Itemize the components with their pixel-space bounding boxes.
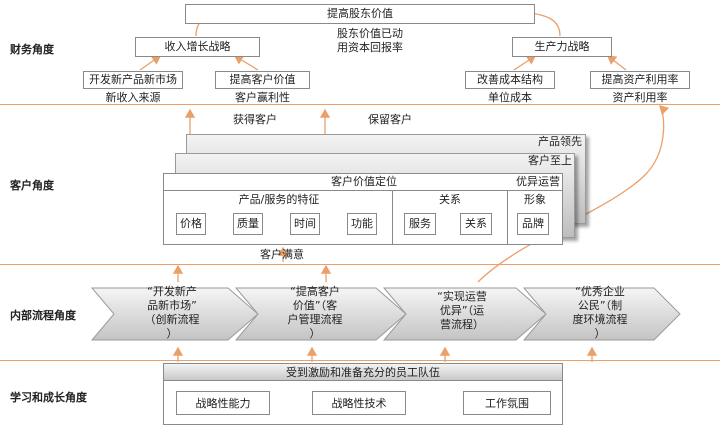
attr-price-box: 价格 <box>176 213 206 235</box>
chevron-3 <box>382 287 547 341</box>
top-goal-label: 提高股东价值 <box>327 7 393 20</box>
image-brand: 品牌 <box>522 217 544 230</box>
technology-box: 战略性技术 <box>312 391 406 415</box>
productivity-strategy-box: 生产力战略 <box>512 37 612 57</box>
process1-line3: （创新流程 <box>144 313 200 326</box>
rel-service: 服务 <box>409 217 431 230</box>
process1-line1: “开发新产 <box>147 285 197 298</box>
attr-function-box: 功能 <box>347 213 377 235</box>
climate-label: 工作氛围 <box>485 397 529 410</box>
process1-text: “开发新产 品新市场” （创新流程 ） <box>122 285 222 341</box>
cost-structure-label: 改善成本结构 <box>477 73 543 86</box>
new-market-label: 开发新产品新市场 <box>89 73 177 86</box>
arrow-newmarket-to-revenue <box>139 55 162 71</box>
attr-quality: 质量 <box>237 217 259 230</box>
asset-rate-label: 资产利用率 <box>612 91 668 104</box>
revenue-strategy-box: 收入增长战略 <box>135 37 260 57</box>
divider-customer-internal <box>0 264 720 265</box>
process2-line4: ） <box>309 327 321 340</box>
process3-line3: 营流程） <box>440 318 484 331</box>
image-label: 形象 <box>524 193 546 206</box>
process2-line3: 户管理流程 <box>287 313 343 326</box>
divider-finance-customer <box>0 104 720 105</box>
customer-value-label: 提高客户价值 <box>229 73 296 86</box>
capability-box: 战略性能力 <box>176 391 270 415</box>
retain-customer-label: 保留客户 <box>368 113 412 126</box>
process1-line4: ） <box>166 327 178 340</box>
technology-label: 战略性技术 <box>331 397 387 410</box>
acquire-customer-label: 获得客户 <box>233 113 277 126</box>
climate-box: 工作氛围 <box>463 391 551 415</box>
value-proposition-box: 客户价值定位 优异运营 产品/服务的特征 关系 形象 价格 质量 时间 功能 服… <box>163 173 563 245</box>
process3-text: “实现运营 优异”（运 营流程） <box>412 290 512 332</box>
arrow-asset-to-productivity <box>606 55 627 71</box>
workforce-label: 受到激励和准备充分的员工队伍 <box>286 366 440 379</box>
rel-relation-box: 关系 <box>460 213 492 235</box>
process4-line3: 度环境流程 <box>572 313 628 326</box>
arrow-cost-to-productivity <box>513 55 537 71</box>
customer-value-box: 提高客户价值 <box>215 71 310 89</box>
divider-internal-learning <box>0 360 720 361</box>
capability-label: 战略性能力 <box>195 397 251 410</box>
process2-line1: “提高客户 <box>290 285 340 298</box>
chevron-4 <box>522 287 681 341</box>
shareholder-note-2: 用资本回报率 <box>337 41 403 54</box>
operational-excellence-label: 优异运营 <box>516 175 560 188</box>
productivity-strategy-label: 生产力战略 <box>534 40 590 53</box>
process1-line2: 品新市场” <box>147 299 197 312</box>
new-revenue-label: 新收入来源 <box>105 91 161 104</box>
value-proposition-label: 客户价值定位 <box>331 175 397 188</box>
workforce-bar: 受到激励和准备充分的员工队伍 <box>163 363 563 381</box>
revenue-strategy-label: 收入增长战略 <box>164 40 231 53</box>
arrow-custvalue-to-revenue <box>233 55 259 71</box>
arrow-process-to-asset <box>477 105 670 283</box>
relationship-label: 关系 <box>439 193 461 206</box>
attr-price: 价格 <box>180 217 202 230</box>
attr-function: 功能 <box>351 217 373 230</box>
unit-cost-label: 单位成本 <box>488 91 532 104</box>
customer-profit-label: 客户赢利性 <box>235 91 290 104</box>
value-prop-sep-1 <box>392 190 393 244</box>
rel-relation: 关系 <box>465 217 487 230</box>
satisfaction-label: 客户满意 <box>260 248 304 261</box>
perspective-learning: 学习和成长角度 <box>10 391 87 404</box>
top-goal-box: 提高股东价值 <box>185 4 535 24</box>
process3-line2: 优异”（运 <box>439 304 485 317</box>
chevron-2 <box>234 287 407 341</box>
perspective-financial: 财务角度 <box>10 43 54 56</box>
attr-time: 时间 <box>294 217 316 230</box>
process2-line2: 价值”（客 <box>292 299 338 312</box>
new-market-box: 开发新产品新市场 <box>83 71 183 89</box>
process4-line4: ） <box>594 327 606 340</box>
value-prop-rule <box>164 190 562 191</box>
process4-text: “优秀企业 公民”（制 度环境流程 ） <box>550 285 650 341</box>
attr-quality-box: 质量 <box>233 213 263 235</box>
process4-line2: 公民”（制 <box>577 299 623 312</box>
attr-time-box: 时间 <box>290 213 320 235</box>
product-attributes-label: 产品/服务的特征 <box>238 193 320 206</box>
customer-first-label: 客户至上 <box>528 154 572 167</box>
shareholder-note-1: 股东价值已动 <box>337 27 403 40</box>
asset-use-label: 提高资产利用率 <box>601 73 679 86</box>
rel-service-box: 服务 <box>404 213 436 235</box>
chevron-1 <box>90 287 259 341</box>
value-prop-sep-2 <box>507 190 508 244</box>
perspective-internal: 内部流程角度 <box>10 309 76 322</box>
cost-structure-box: 改善成本结构 <box>465 71 555 89</box>
product-leadership-label: 产品领先 <box>538 135 582 148</box>
asset-use-box: 提高资产利用率 <box>590 71 690 89</box>
image-brand-box: 品牌 <box>517 213 549 235</box>
process2-text: “提高客户 价值”（客 户管理流程 ） <box>265 285 365 341</box>
perspective-customer: 客户角度 <box>10 179 54 192</box>
process3-line1: “实现运营 <box>437 290 487 303</box>
process4-line1: “优秀企业 <box>575 285 625 298</box>
